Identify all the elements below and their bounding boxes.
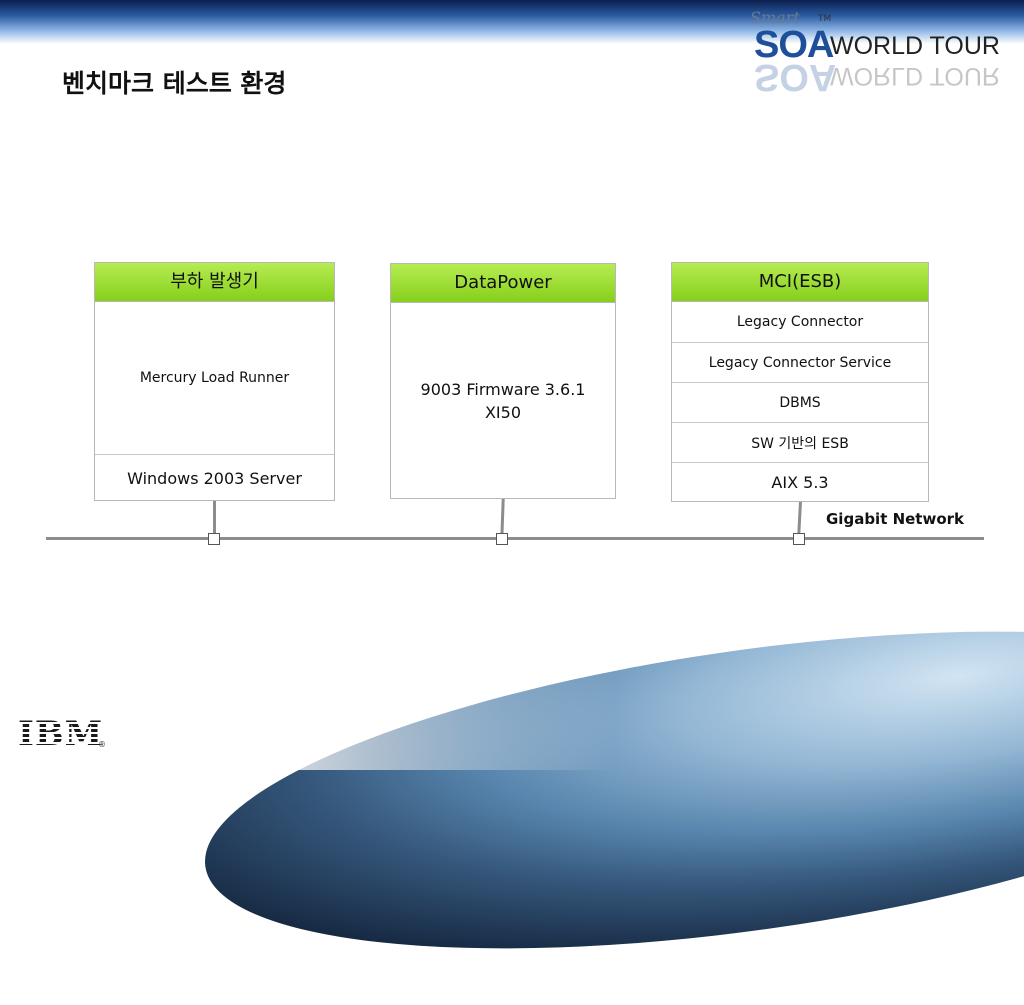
ibm-logo: IBM [18,714,104,754]
logo-tm-text: TM [818,14,832,24]
load-generator-software: Mercury Load Runner [139,370,290,386]
datapower-model: XI50 [484,403,522,422]
mci-esb-box: MCI(ESB) Legacy Connector Legacy Connect… [671,262,929,502]
smart-soa-world-tour-logo: Smart TM SOA WORLD TOUR SOA WORLD TOUR [748,6,1010,98]
network-port-mci [793,533,805,545]
load-generator-os: Windows 2003 Server [95,454,334,501]
logo-soa-text: SOA [754,24,834,66]
mci-layer-dbms: DBMS [672,382,928,422]
mci-layer-legacy-connector: Legacy Connector [736,314,864,330]
logo-smart-text: Smart [750,8,800,27]
earth-fade-overlay [0,640,1024,770]
ibm-registered-mark: ® [98,740,106,749]
datapower-firmware: 9003 Firmware 3.6.1 [420,380,586,399]
load-generator-header: 부하 발생기 [95,263,334,302]
datapower-box: DataPower 9003 Firmware 3.6.1 XI50 [390,263,616,499]
network-label: Gigabit Network [826,510,965,528]
network-port-datapower [496,533,508,545]
datapower-details: 9003 Firmware 3.6.1 XI50 [391,303,615,499]
datapower-header: DataPower [391,264,615,303]
slide-title: 벤치마크 테스트 환경 [62,69,287,98]
top-gradient-band [0,0,1024,44]
logo-world-tour-text: WORLD TOUR [830,32,1000,60]
load-generator-box: 부하 발생기 Mercury Load Runner Windows 2003 … [94,262,335,501]
mci-esb-header: MCI(ESB) [672,263,928,302]
mci-layer-legacy-connector-service: Legacy Connector Service [672,342,928,382]
mci-os: AIX 5.3 [672,462,928,502]
gigabit-network-line [46,537,984,540]
network-port-load-generator [208,533,220,545]
load-generator-connector [213,501,216,539]
mci-layer-sw-esb: SW 기반의 ESB [672,422,928,462]
